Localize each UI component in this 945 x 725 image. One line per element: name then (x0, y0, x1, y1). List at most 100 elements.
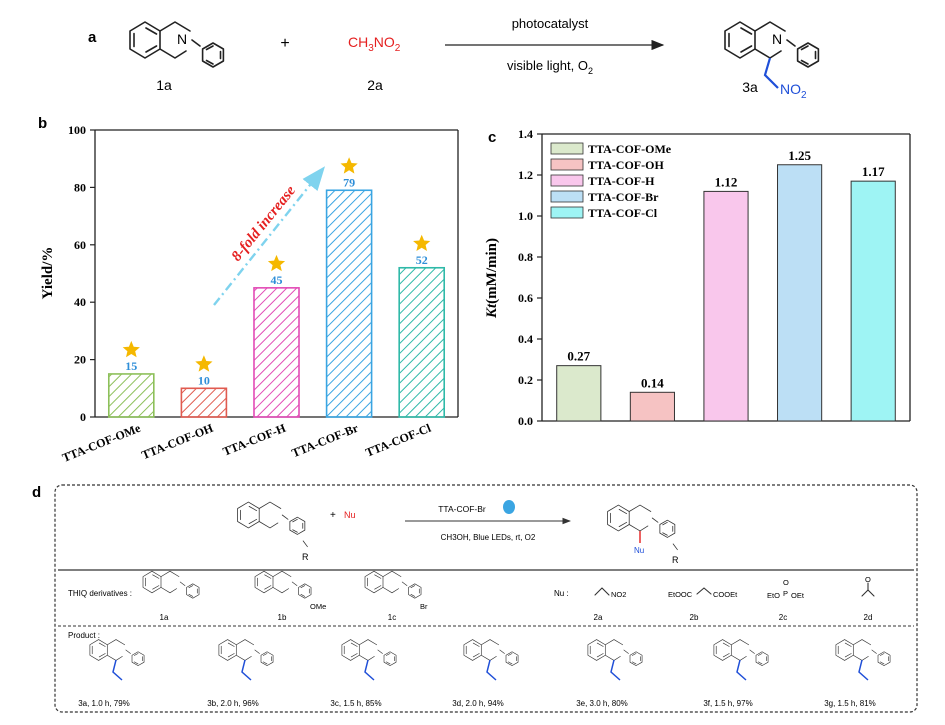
nu-2a-group: NO2 (611, 590, 626, 599)
derivative-1a-structure (142, 570, 200, 599)
product-label-1: 3b, 2.0 h, 96% (207, 699, 259, 708)
b-bar-1 (180, 387, 228, 418)
panel-a: a N 1a + CH3NO2 2a photocatalyst visible… (88, 16, 820, 101)
b-bar-3 (325, 189, 373, 418)
general-substrate-structure (237, 501, 308, 548)
derivative-1b-label: 1b (278, 613, 287, 622)
b-annotation: 8-fold increase (229, 183, 300, 265)
c-legend-swatch-2 (550, 174, 584, 187)
derivative-1b-ome: OMe (310, 602, 326, 611)
derivative-1b-structure (254, 570, 312, 599)
arrow-bottom-label: visible light, O2 (507, 58, 593, 76)
product-no2-group: NO2 (780, 81, 807, 101)
b-value-label-4: 52 (416, 253, 428, 267)
derivative-1a-label: 1a (160, 613, 169, 622)
c-legend-swatch-4 (550, 206, 584, 219)
panel-d: d R + Nu TTA-COF-Br CH3OH, Blue LEDs, rt… (32, 484, 918, 713)
nu-2d-label: 2d (864, 613, 873, 622)
general-product-nu: Nu (634, 546, 644, 555)
plus-sign-d: + (330, 510, 336, 521)
panel-c-label: c (488, 129, 496, 146)
c-legend-swatch-3 (550, 190, 584, 203)
b-x-tick-label-3: TTA-COF-Br (290, 421, 361, 461)
reactant2-label: 2a (367, 77, 383, 93)
product-structure-2 (341, 639, 397, 666)
c-bar-3 (777, 164, 823, 422)
b-value-label-2: 45 (271, 273, 283, 287)
b-y-tick-label-2: 40 (74, 295, 86, 309)
general-product-structure (607, 504, 678, 551)
nu-2a-structure (594, 587, 610, 596)
b-star-icon-3 (340, 157, 358, 174)
product-label: 3a (742, 79, 758, 95)
c-value-label-4: 1.17 (862, 164, 885, 179)
b-star-icon-1 (195, 355, 213, 372)
b-y-tick-label-0: 0 (80, 410, 86, 424)
b-value-label-1: 10 (198, 373, 210, 387)
product-new-bond-2 (364, 659, 375, 681)
b-x-tick-label-4: TTA-COF-Cl (364, 421, 434, 460)
conditions-label: CH3OH, Blue LEDs, rt, O2 (441, 533, 536, 542)
b-bar-4 (398, 266, 446, 418)
atom-n-3a: N (772, 31, 782, 47)
c-legend-label-0: TTA-COF-OMe (588, 142, 672, 156)
general-product-r: R (672, 555, 679, 565)
b-x-tick-label-1: TTA-COF-OH (140, 421, 216, 463)
product-row: 3a, 1.0 h, 79%3b, 2.0 h, 96%3c, 1.5 h, 8… (78, 639, 891, 708)
product-structure-3 (463, 639, 519, 666)
panel-d-label: d (32, 484, 41, 501)
b-star-icon-0 (122, 340, 140, 358)
nu-2c-label: 2c (779, 613, 787, 622)
c-value-label-2: 1.12 (715, 174, 738, 189)
derivative-1c-label: 1c (388, 613, 396, 622)
nu-2d-structure (861, 589, 875, 597)
b-bar-2 (253, 287, 300, 418)
c-legend-swatch-0 (550, 142, 584, 155)
panel-c: c 0.00.20.40.60.81.01.21.4 Kt(mM/min) 0.… (484, 127, 911, 428)
product-label-2: 3c, 1.5 h, 85% (330, 699, 381, 708)
derivative-1c-structure (364, 570, 422, 599)
panel-a-label: a (88, 29, 97, 46)
c-bar-2 (703, 190, 749, 422)
nu-2c-p: P (783, 589, 788, 598)
general-nu: Nu (344, 510, 356, 520)
c-value-label-3: 1.25 (788, 148, 811, 163)
c-y-tick-label-0: 0.0 (518, 414, 533, 428)
product-new-bond-6 (858, 659, 869, 681)
c-bar-4 (850, 180, 896, 422)
product-3a-structure (724, 21, 820, 68)
plus-sign-a: + (280, 35, 289, 52)
catalyst-label: TTA-COF-Br (438, 504, 486, 514)
product-new-bond-4 (610, 659, 621, 681)
b-y-tick-label-1: 20 (74, 353, 86, 367)
nu-2b-structure (696, 587, 712, 595)
product-label-5: 3f, 1.5 h, 97% (703, 699, 752, 708)
droplet-icon (503, 500, 515, 514)
nu-2c-left: EtO (767, 591, 780, 600)
c-bar-0 (556, 365, 602, 422)
c-legend-label-3: TTA-COF-Br (588, 190, 659, 204)
thiq-row-label: THIQ derivatives : (68, 589, 132, 598)
product-label-4: 3e, 3.0 h, 80% (576, 699, 628, 708)
c-legend-label-2: TTA-COF-H (588, 174, 655, 188)
b-y-tick-label-4: 80 (74, 180, 86, 194)
c-y-tick-label-6: 1.2 (518, 168, 533, 182)
b-x-tick-label-0: TTA-COF-OMe (60, 421, 143, 465)
b-star-icon-4 (413, 234, 431, 251)
c-y-tick-label-5: 1.0 (518, 209, 533, 223)
atom-n-1a: N (177, 31, 187, 47)
product-structure-5 (713, 639, 769, 666)
b-y-tick-label-5: 100 (68, 123, 86, 137)
reactant1-label: 1a (156, 77, 172, 93)
c-y-tick-label-1: 0.2 (518, 373, 533, 387)
nu-2b-label: 2b (690, 613, 699, 622)
nu-row-label: Nu : (554, 589, 569, 598)
product-row-label: Product : (68, 631, 100, 640)
c-bars: 0.270.141.121.251.17 (556, 148, 896, 422)
product-structure-4 (587, 639, 643, 666)
c-y-axis-label: Kt(mM/min) (484, 238, 500, 319)
b-value-label-3: 79 (343, 175, 355, 189)
b-x-tick-label-2: TTA-COF-H (221, 421, 288, 459)
